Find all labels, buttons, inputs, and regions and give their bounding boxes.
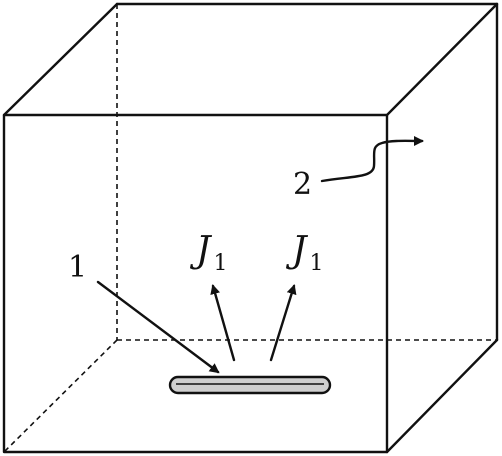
flux-symbol-left: J: [189, 230, 213, 271]
flux-arrow-right: [269, 284, 297, 362]
back-diagonal-edge: [3, 339, 118, 453]
flux-arrow-left: [210, 284, 236, 362]
sample-label: 1: [68, 250, 87, 285]
chamber-leader-arrow: [320, 135, 424, 183]
flux-subscript-left: 1: [213, 251, 227, 276]
flux-symbol-right: J: [285, 230, 309, 271]
sample-disc: [168, 375, 332, 395]
flux-subscript-right: 1: [309, 251, 323, 276]
top-left-edge: [2, 2, 119, 117]
chamber-label: 2: [293, 167, 312, 202]
top-right-edge: [385, 2, 499, 117]
front-face: [2, 113, 389, 454]
sample-leader-arrow: [96, 280, 220, 374]
bottom-right-edge: [385, 338, 499, 454]
